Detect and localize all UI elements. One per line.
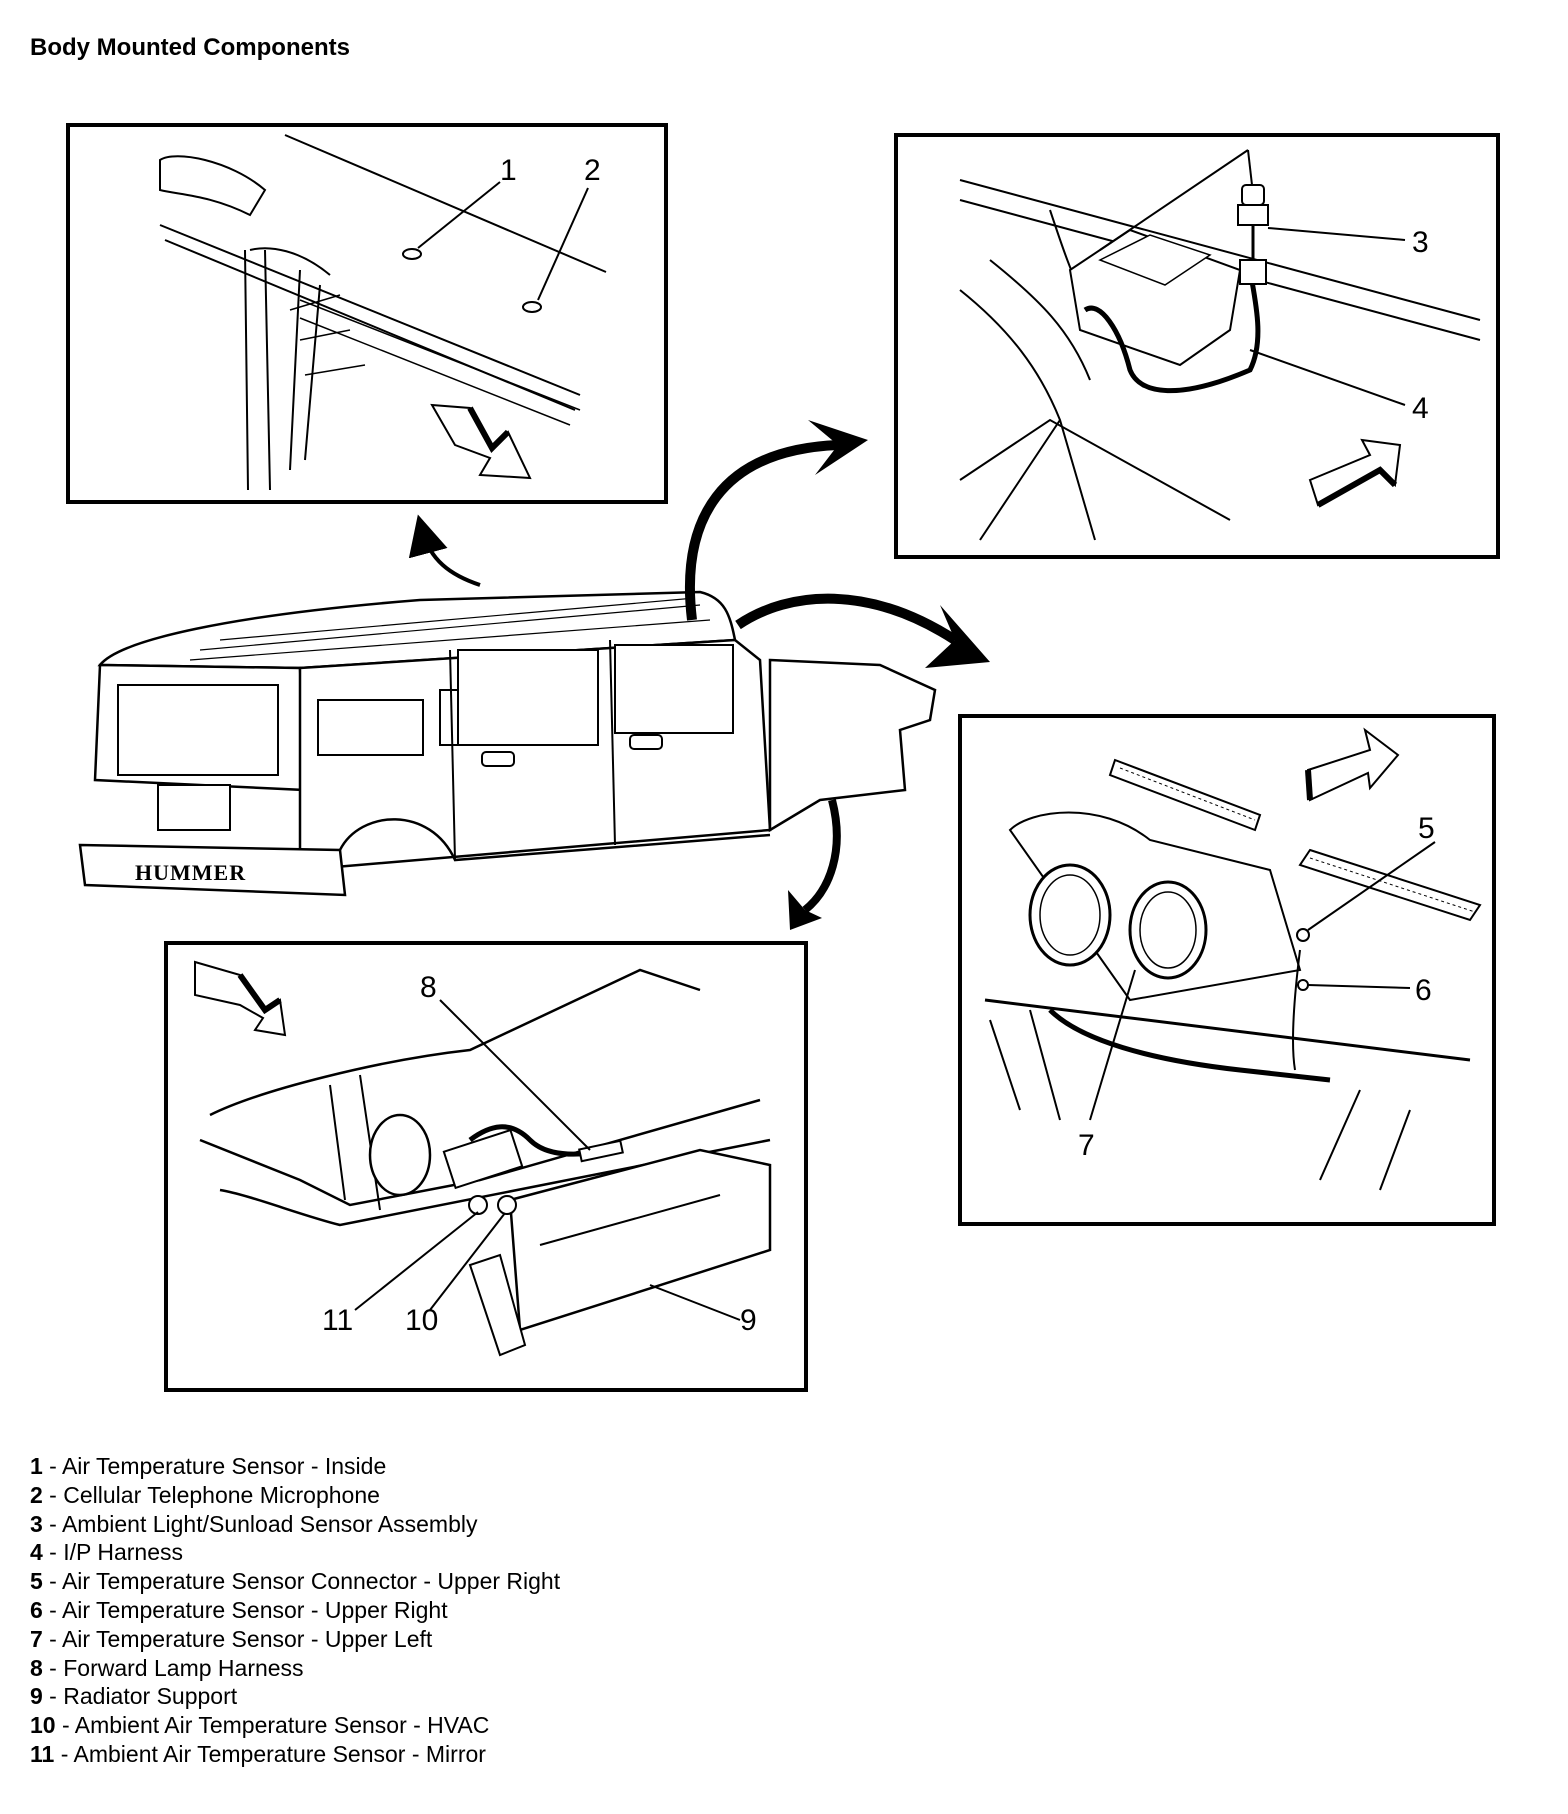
callout-11: 11 <box>322 1304 353 1337</box>
pointer-arrows <box>408 420 990 930</box>
inset-dash-top: 3 4 <box>894 133 1500 559</box>
duct-right <box>1128 880 1208 980</box>
legend-text: Forward Lamp Harness <box>63 1654 304 1681</box>
sensor-2-marker <box>522 301 542 313</box>
callout-8: 8 <box>420 971 437 1004</box>
legend-text: Ambient Air Temperature Sensor - Mirror <box>73 1740 486 1767</box>
callout-7: 7 <box>1078 1129 1095 1162</box>
legend-text: Cellular Telephone Microphone <box>63 1481 380 1508</box>
bumper-logo: HUMMER <box>135 860 246 885</box>
legend-text: Air Temperature Sensor - Upper Right <box>61 1596 448 1623</box>
legend-number: 3 <box>30 1510 43 1537</box>
legend-number: 4 <box>30 1539 43 1566</box>
legend-text: Ambient Air Temperature Sensor - HVAC <box>74 1712 490 1739</box>
legend-number: 9 <box>30 1683 43 1710</box>
legend-item: 3 - Ambient Light/Sunload Sensor Assembl… <box>30 1510 478 1537</box>
vehicle-body: HUMMER <box>78 590 937 897</box>
legend-item: 9 - Radiator Support <box>30 1683 238 1710</box>
callout-10: 10 <box>405 1304 438 1337</box>
legend-item: 4 - I/P Harness <box>30 1539 183 1566</box>
legend-number: 6 <box>30 1596 43 1623</box>
legend-number: 11 <box>30 1740 55 1767</box>
callout-9: 9 <box>740 1304 757 1337</box>
legend-number: 5 <box>30 1568 43 1595</box>
legend-number: 7 <box>30 1625 43 1652</box>
callout-3: 3 <box>1412 226 1429 259</box>
legend-item: 11 - Ambient Air Temperature Sensor - Mi… <box>30 1740 486 1767</box>
inset-radiator-support: 8 9 10 11 <box>164 941 808 1392</box>
legend: 1 - Air Temperature Sensor - Inside 2 - … <box>30 1452 560 1769</box>
legend-item: 6 - Air Temperature Sensor - Upper Right <box>30 1596 448 1623</box>
legend-number: 8 <box>30 1654 43 1681</box>
forward-arrow-icon <box>194 960 287 1037</box>
page-title: Body Mounted Components <box>30 34 350 61</box>
legend-item: 2 - Cellular Telephone Microphone <box>30 1481 380 1508</box>
callout-1: 1 <box>500 154 517 187</box>
legend-item: 10 - Ambient Air Temperature Sensor - HV… <box>30 1712 490 1739</box>
legend-number: 2 <box>30 1481 43 1508</box>
forward-arrow-icon <box>430 403 532 480</box>
sensor-1-marker <box>402 248 422 260</box>
callout-2: 2 <box>584 154 601 187</box>
legend-text: Air Temperature Sensor - Upper Left <box>61 1625 433 1652</box>
legend-number: 1 <box>30 1453 43 1479</box>
legend-text: Air Temperature Sensor - Inside <box>61 1453 387 1479</box>
legend-item: 5 - Air Temperature Sensor Connector - U… <box>30 1568 561 1595</box>
duct-left <box>1028 863 1112 967</box>
callout-4: 4 <box>1412 392 1429 425</box>
callout-6: 6 <box>1415 974 1432 1007</box>
forward-arrow-icon <box>1308 438 1402 508</box>
forward-arrow-icon <box>1305 727 1400 802</box>
legend-text: I/P Harness <box>63 1539 183 1566</box>
inset-hvac-ducts: 5 6 7 <box>958 714 1496 1226</box>
inset-roof-interior: 1 2 <box>66 123 668 504</box>
legend-number: 10 <box>30 1712 56 1739</box>
diagram-illustration: 1 2 3 4 <box>66 123 1500 1392</box>
legend-text: Air Temperature Sensor Connector - Upper… <box>61 1568 561 1595</box>
legend-item: 7 - Air Temperature Sensor - Upper Left <box>30 1625 433 1652</box>
legend-item: 1 - Air Temperature Sensor - Inside <box>30 1453 387 1479</box>
legend-text: Radiator Support <box>63 1683 238 1710</box>
legend-text: Ambient Light/Sunload Sensor Assembly <box>61 1510 478 1537</box>
legend-item: 8 - Forward Lamp Harness <box>30 1654 304 1681</box>
callout-5: 5 <box>1418 812 1435 845</box>
